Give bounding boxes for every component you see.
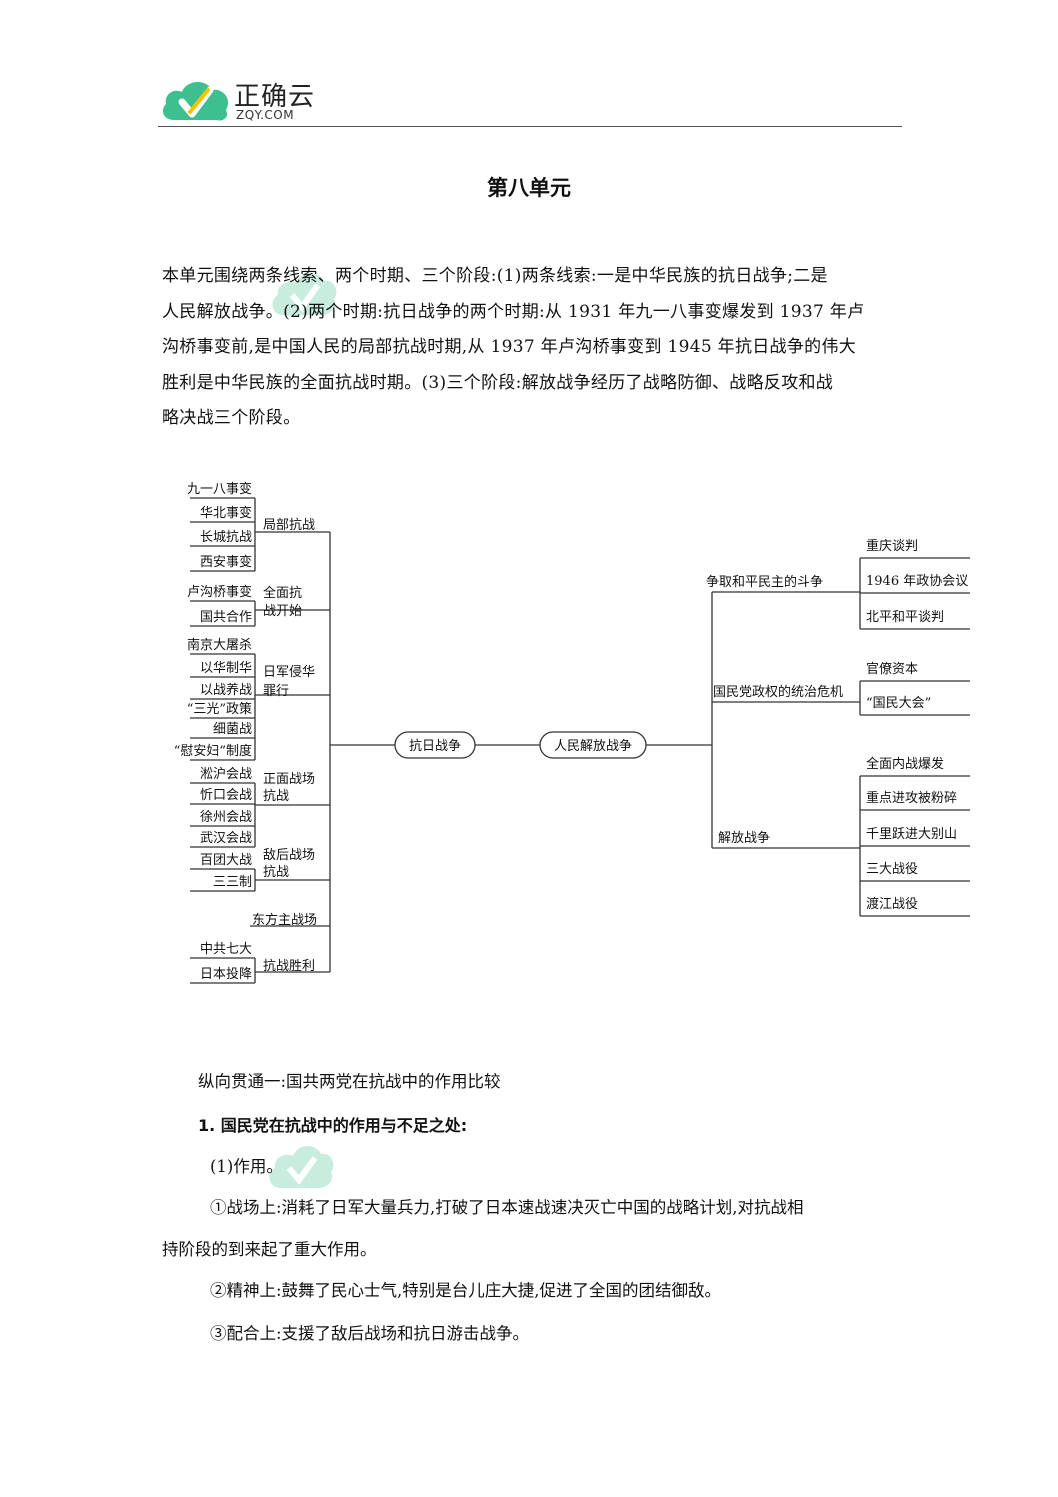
logo-text: 正确云 (234, 82, 316, 112)
leaf-label: “慰安妇”制度 (174, 743, 252, 759)
leaf-label: 千里跃进大别山 (866, 827, 957, 842)
leaf-label: 淞沪会战 (200, 766, 252, 782)
leaf-label: 九一八事变 (187, 481, 252, 497)
leaf-label: 重庆谈判 (866, 538, 918, 554)
sub-heading: 1. 国民党在抗战中的作用与不足之处: (198, 1116, 468, 1135)
leaf-label: 西安事变 (200, 554, 252, 570)
point-line: ②精神上:鼓舞了民心士气,特别是台儿庄大捷,促进了全国的团结御敌。 (210, 1281, 722, 1300)
watermark-cloud-icon (272, 272, 337, 315)
leaf-label: 官僚资本 (866, 661, 918, 677)
page-header: 正确云 ZQY.COM (158, 74, 902, 127)
group-label: 解放战争 (718, 831, 770, 846)
leaf-label: 渡江战役 (866, 896, 918, 912)
group-label: 国民党政权的统治危机 (713, 684, 843, 700)
leaf-label: 北平和平谈判 (866, 610, 944, 625)
leaf-label: 1946 年政协会议 (866, 574, 968, 589)
leaf-label: 国共合作 (200, 610, 252, 625)
leaf-label: 中共七大 (200, 942, 252, 957)
leaf-label: 南京大屠杀 (187, 637, 252, 653)
watermark-logo (265, 1128, 415, 1202)
leaf-label: 以战养战 (200, 682, 252, 698)
leaf-label: 全面内战爆发 (866, 756, 944, 772)
intro-line: 胜利是中华民族的全面抗战时期。(3)三个阶段:解放战争经历了战略防御、战略反攻和… (162, 372, 834, 393)
leaf-label: 百团大战 (200, 853, 252, 868)
leaf-label: “三光”政策 (187, 701, 252, 717)
group-label: 争取和平民主的斗争 (706, 574, 823, 590)
section-heading: 纵向贯通一:国共两党在抗战中的作用比较 (198, 1072, 501, 1091)
group-label: 战开始 (263, 604, 302, 619)
leaf-label: 以华制华 (200, 661, 252, 676)
leaf-label: 长城抗战 (200, 530, 252, 545)
group-label: 正面战场 (263, 772, 315, 787)
group-label: 罪行 (263, 684, 289, 699)
leaf-label: 卢沟桥事变 (187, 584, 252, 600)
intro-line: 本单元围绕两条线索、两个时期、三个阶段:(1)两条线索:一是中华民族的抗日战争;… (162, 266, 828, 286)
page-title: 第八单元 (487, 176, 571, 200)
leaf-label: 武汉会战 (200, 831, 252, 846)
point-line: 持阶段的到来起了重大作用。 (162, 1240, 377, 1259)
group-label: 全面抗 (263, 585, 302, 601)
group-label: 抗战胜利 (263, 959, 315, 974)
leaf-label: 日本投降 (200, 966, 252, 982)
item-label: (1)作用。 (210, 1157, 283, 1176)
center-node-right-label: 人民解放战争 (554, 739, 632, 754)
watermark-cloud-icon (269, 1145, 334, 1188)
intro-line: 人民解放战争。(2)两个时期:抗日战争的两个时期:从 1931 年九一八事变爆发… (162, 301, 865, 322)
leaf-label: 重点进攻被粉碎 (866, 790, 957, 806)
intro-line: 沟桥事变前,是中国人民的局部抗战时期,从 1937 年卢沟桥事变到 1945 年… (162, 337, 857, 357)
leaf-label: 华北事变 (200, 505, 252, 521)
intro-paragraph: 本单元围绕两条线索、两个时期、三个阶段:(1)两条线索:一是中华民族的抗日战争;… (162, 259, 902, 437)
cloud-check-logo-icon (162, 81, 229, 121)
leaf-label: 三大战役 (866, 862, 918, 877)
group-label: 东方主战场 (252, 912, 317, 928)
leaf-label: 三三制 (213, 875, 252, 890)
point-line: ①战场上:消耗了日军大量兵力,打破了日本速战速决灭亡中国的战略计划,对抗战相 (210, 1198, 804, 1217)
logo-subtext: ZQY.COM (236, 108, 295, 122)
leaf-label: 细菌战 (213, 722, 252, 737)
group-label: 敌后战场 (263, 848, 315, 863)
group-label: 局部抗战 (263, 518, 315, 533)
point-line: ③配合上:支援了敌后战场和抗日游击战争。 (210, 1324, 530, 1343)
leaf-label: 徐州会战 (200, 810, 252, 825)
watermark-logo (268, 255, 418, 329)
leaf-label: 忻口会战 (200, 788, 252, 803)
group-label: 日军侵华 (263, 664, 315, 680)
group-label: 抗战 (263, 865, 289, 880)
leaf-label: “国民大会” (866, 696, 931, 711)
intro-line: 略决战三个阶段。 (162, 408, 301, 428)
group-label: 抗战 (263, 789, 289, 804)
center-node-left-label: 抗日战争 (409, 739, 461, 754)
